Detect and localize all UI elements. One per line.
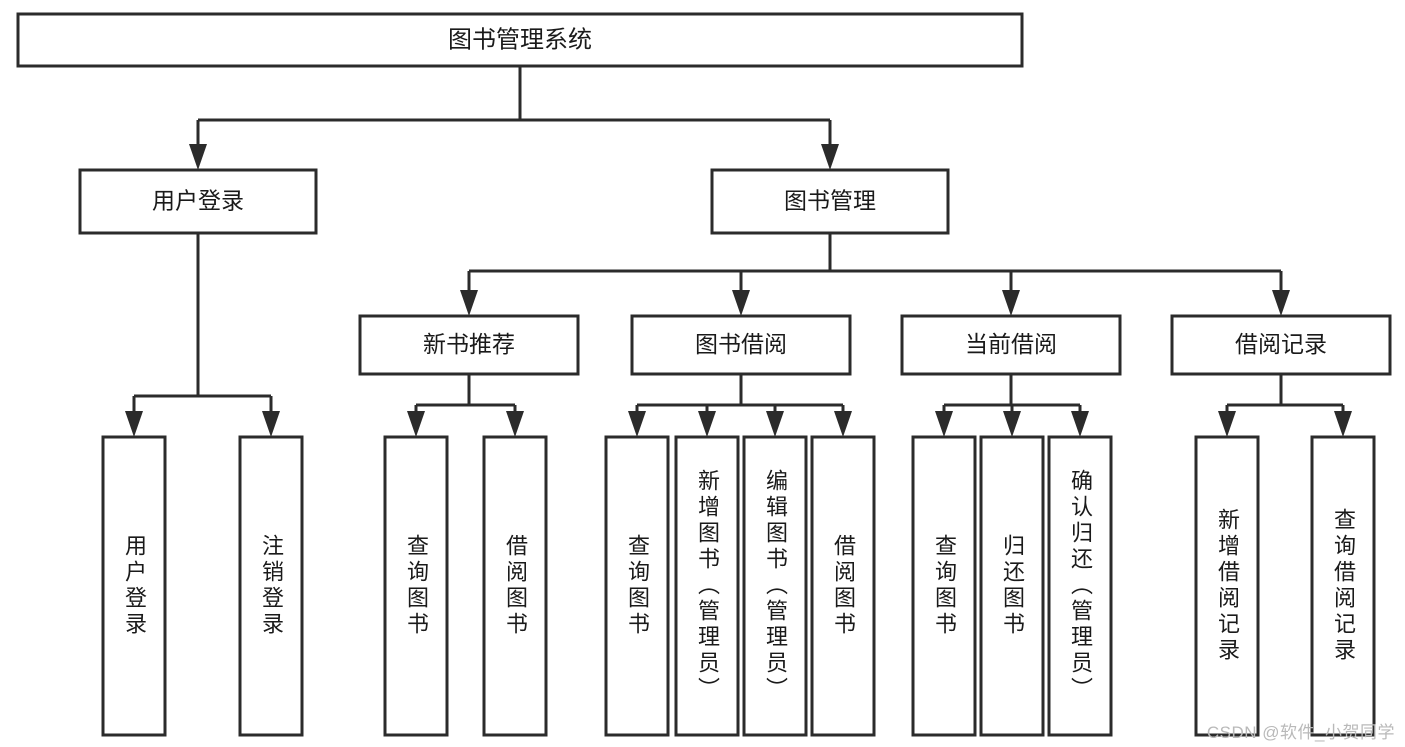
arrow-head-icon bbox=[821, 144, 839, 170]
arrow-head-icon bbox=[189, 144, 207, 170]
arrow-head-icon bbox=[506, 411, 524, 437]
arrow-head-icon bbox=[766, 411, 784, 437]
node-box-leaf-add-borrow-record[interactable] bbox=[1194, 435, 1260, 737]
arrow-head-icon bbox=[125, 411, 143, 437]
node-label-root: 图书管理系统 bbox=[448, 26, 592, 53]
connector-group bbox=[125, 233, 280, 437]
connector-group bbox=[407, 374, 524, 437]
node-box-user-login[interactable] bbox=[78, 168, 318, 235]
node-box-leaf-return-book[interactable] bbox=[979, 435, 1045, 737]
node-box-new-book-recommend[interactable] bbox=[358, 314, 580, 376]
arrow-head-icon bbox=[698, 411, 716, 437]
connector-group bbox=[628, 374, 852, 437]
arrow-head-icon bbox=[262, 411, 280, 437]
node-box-leaf-confirm-return-admin[interactable] bbox=[1047, 435, 1113, 737]
watermark-csdn: CSDN @软件_小贺同学 bbox=[1206, 723, 1395, 742]
node-box-leaf-add-book-admin[interactable] bbox=[674, 435, 740, 737]
node-label-book-borrow: 图书借阅 bbox=[695, 331, 787, 357]
arrow-head-icon bbox=[1218, 411, 1236, 437]
node-box-book-manage[interactable] bbox=[710, 168, 950, 235]
arrow-head-icon bbox=[1003, 411, 1021, 437]
node-box-leaf-logout-login[interactable] bbox=[238, 435, 304, 737]
node-box-root[interactable] bbox=[16, 12, 1024, 68]
arrow-head-icon bbox=[1002, 290, 1020, 316]
node-box-leaf-user-login[interactable] bbox=[101, 435, 167, 737]
connector-group bbox=[460, 233, 1290, 316]
arrow-head-icon bbox=[1272, 290, 1290, 316]
node-box-layer bbox=[16, 12, 1392, 737]
node-box-leaf-query-borrow-record[interactable] bbox=[1310, 435, 1376, 737]
node-label-borrow-record: 借阅记录 bbox=[1235, 331, 1327, 357]
arrow-head-icon bbox=[1071, 411, 1089, 437]
node-box-leaf-borrow-book[interactable] bbox=[810, 435, 876, 737]
node-box-current-borrow[interactable] bbox=[900, 314, 1122, 376]
arrow-head-icon bbox=[460, 290, 478, 316]
node-label-current-borrow: 当前借阅 bbox=[965, 331, 1057, 357]
node-box-leaf-borrow-book-recommend[interactable] bbox=[482, 435, 548, 737]
node-box-leaf-query-book-current[interactable] bbox=[911, 435, 977, 737]
arrow-head-icon bbox=[407, 411, 425, 437]
node-label-user-login: 用户登录 bbox=[152, 188, 244, 214]
arrow-head-icon bbox=[732, 290, 750, 316]
arrow-head-icon bbox=[935, 411, 953, 437]
arrow-head-icon bbox=[834, 411, 852, 437]
connector-group bbox=[1218, 374, 1352, 437]
node-box-leaf-edit-book-admin[interactable] bbox=[742, 435, 808, 737]
node-box-borrow-record[interactable] bbox=[1170, 314, 1392, 376]
node-box-leaf-query-book-borrow[interactable] bbox=[604, 435, 670, 737]
arrow-head-icon bbox=[628, 411, 646, 437]
node-box-book-borrow[interactable] bbox=[630, 314, 852, 376]
node-label-book-manage: 图书管理 bbox=[784, 188, 876, 214]
arrow-head-icon bbox=[1334, 411, 1352, 437]
connector-layer bbox=[125, 66, 1352, 437]
connector-group bbox=[189, 66, 839, 170]
node-label-new-book-recommend: 新书推荐 bbox=[423, 331, 515, 357]
node-box-leaf-query-book-recommend[interactable] bbox=[383, 435, 449, 737]
connector-group bbox=[935, 374, 1089, 437]
